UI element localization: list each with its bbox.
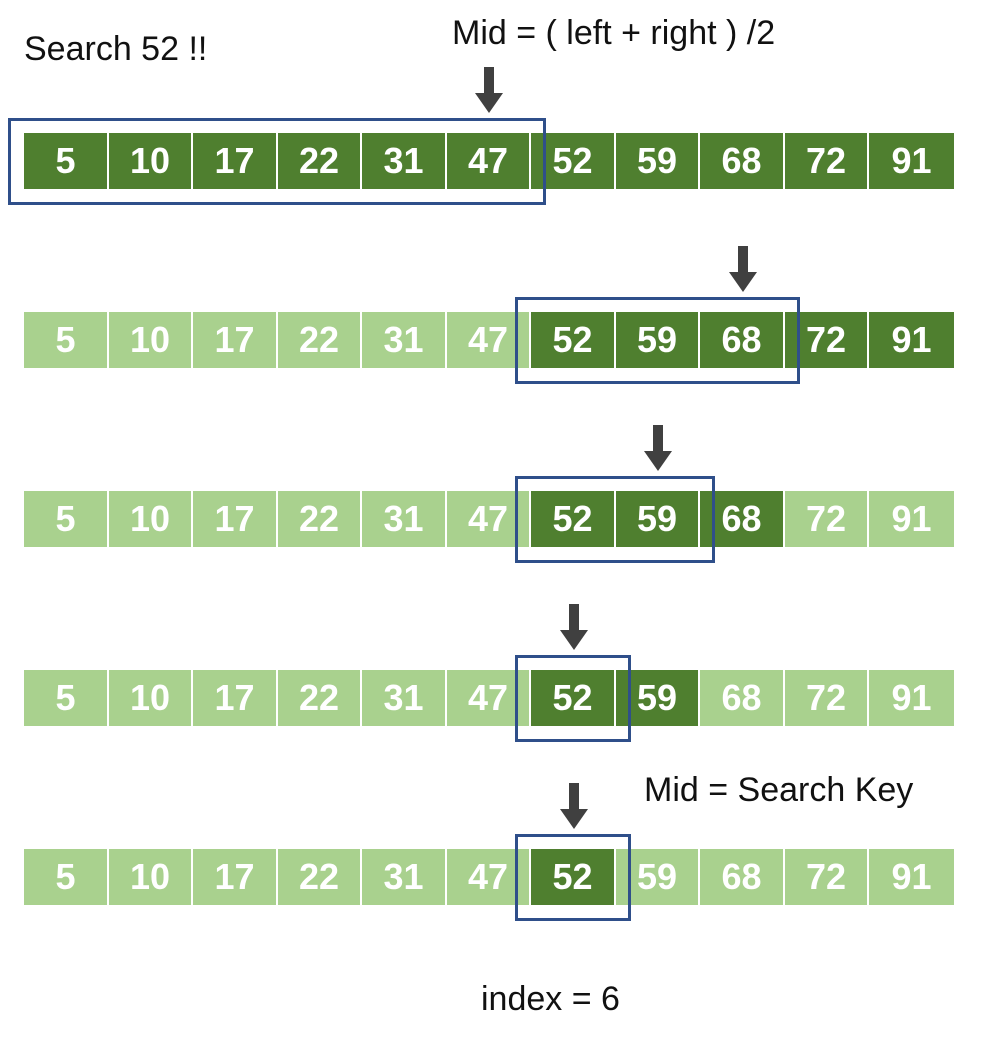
array-cell: 91: [869, 670, 954, 726]
array-cell: 5: [24, 670, 107, 726]
array-cell: 22: [278, 133, 360, 189]
array-cell: 31: [362, 670, 445, 726]
found-note: Mid = Search Key: [644, 771, 914, 809]
array-cell: 5: [24, 491, 107, 547]
array-cell: 10: [109, 670, 191, 726]
array-cell: 31: [362, 849, 445, 905]
array-cell: 52: [531, 491, 614, 547]
array-cell: 52: [531, 849, 614, 905]
array-cell: 72: [785, 133, 867, 189]
search-range-box: [515, 655, 631, 742]
array-cell: 52: [531, 670, 614, 726]
array-cell: 91: [869, 491, 954, 547]
search-range-box: [515, 834, 631, 921]
array-cell: 72: [785, 670, 867, 726]
array-cell: 17: [193, 849, 276, 905]
title: Search 52 !!: [24, 30, 208, 68]
array-cell: 72: [785, 849, 867, 905]
array-cell: 52: [531, 312, 614, 368]
array-cell: 59: [616, 491, 698, 547]
array-cell: 10: [109, 849, 191, 905]
array-cell: 31: [362, 312, 445, 368]
array-cell: 5: [24, 312, 107, 368]
array-cell: 91: [869, 849, 954, 905]
array-cell: 91: [869, 312, 954, 368]
array-cell: 31: [362, 133, 445, 189]
array-cell: 91: [869, 133, 954, 189]
array-cell: 72: [785, 491, 867, 547]
array-cell: 31: [362, 491, 445, 547]
search-range-box: [515, 297, 800, 384]
search-range-box: [515, 476, 715, 563]
array-cell: 47: [447, 133, 529, 189]
array-cell: 5: [24, 849, 107, 905]
array-cell: 22: [278, 491, 360, 547]
array-cell: 22: [278, 312, 360, 368]
array-cell: 59: [616, 133, 698, 189]
mid-formula: Mid = ( left + right ) /2: [452, 14, 776, 52]
array-cell: 5: [24, 133, 107, 189]
array-cell: 59: [616, 312, 698, 368]
result-index: index = 6: [481, 980, 620, 1018]
array-cell: 10: [109, 491, 191, 547]
array-cell: 17: [193, 670, 276, 726]
array-cell: 68: [700, 849, 783, 905]
array-cell: 17: [193, 312, 276, 368]
array-cell: 10: [109, 312, 191, 368]
array-cell: 17: [193, 491, 276, 547]
array-cell: 68: [700, 670, 783, 726]
array-cell: 17: [193, 133, 276, 189]
array-cell: 68: [700, 312, 783, 368]
array-cell: 10: [109, 133, 191, 189]
array-cell: 22: [278, 670, 360, 726]
array-cell: 22: [278, 849, 360, 905]
search-range-box: [8, 118, 546, 205]
array-cell: 68: [700, 133, 783, 189]
